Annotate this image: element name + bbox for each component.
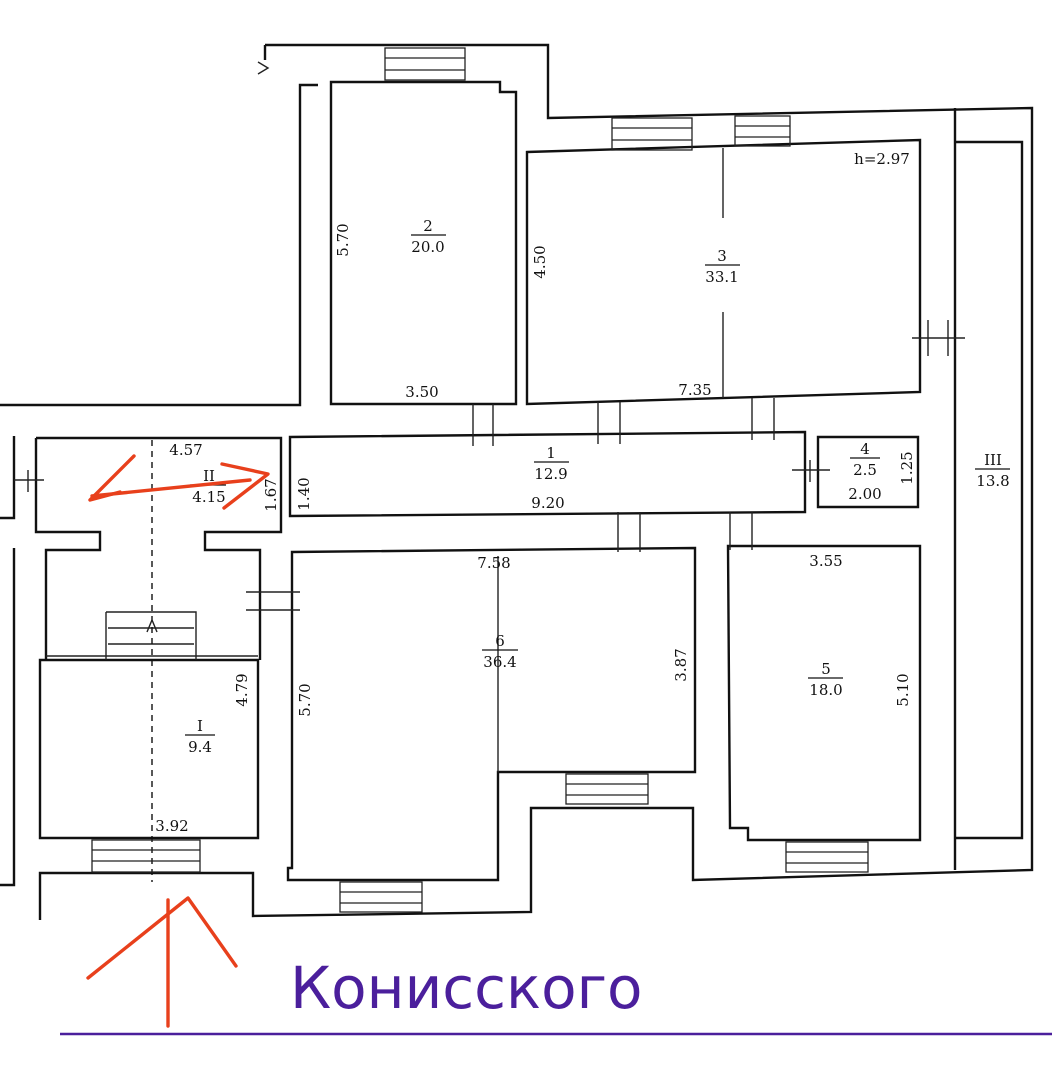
room-2-number: 2	[423, 217, 433, 235]
room-4-length-dim: 2.00	[848, 485, 881, 503]
room-6-area: 36.4	[483, 653, 516, 671]
room-I-width-dim: 3.92	[155, 817, 188, 835]
room-5: 5 18.0 3.55 5.10	[726, 544, 922, 842]
building-outline	[0, 43, 1034, 920]
room-3: 3 33.1 h=2.97 4.50 7.35	[525, 138, 922, 406]
red-annotation-arrows	[86, 454, 270, 1028]
room-1-area: 12.9	[534, 465, 567, 483]
room-1-length-dim: 9.20	[531, 494, 564, 512]
red-arrowhead-right	[220, 462, 270, 510]
room-2-width-dim: 3.50	[405, 383, 438, 401]
room-6-height-dim: 5.70	[296, 683, 314, 716]
room-III-area: 13.8	[976, 472, 1009, 490]
red-arrowhead-left	[88, 454, 136, 502]
room-I: I 9.4 3.92 4.79	[38, 440, 260, 882]
windows	[91, 47, 869, 913]
room-3-width-dim: 7.35	[678, 381, 711, 399]
room-3-height-dim: 4.50	[531, 245, 549, 278]
room-5-width-dim: 3.55	[809, 552, 842, 570]
street-name: Конисского	[290, 954, 643, 1022]
doors	[14, 320, 965, 611]
room-II-number: II	[203, 467, 215, 485]
room-4-number: 4	[860, 440, 870, 458]
room-6: 6 36.4 7.58 5.70 3.87	[286, 546, 697, 882]
room-I-height-dim: 4.79	[233, 673, 251, 706]
room-1-number: 1	[546, 444, 556, 462]
room-II-area: 4.15	[192, 488, 225, 506]
room-6-width-dim: 7.58	[477, 554, 510, 572]
room-III: III 13.8	[955, 140, 1024, 840]
room-III-number: III	[984, 451, 1002, 469]
room-II-width-dim: 1.67	[262, 478, 280, 511]
room-6-inner-dim: 3.87	[672, 648, 690, 681]
room-4-width-dim: 1.25	[898, 451, 916, 484]
room-6-number: 6	[495, 632, 505, 650]
ceiling-height: h=2.97	[854, 150, 910, 168]
room-II: II 4.15 4.57 1.67	[34, 436, 283, 660]
room-5-area: 18.0	[809, 681, 842, 699]
room-II-length-dim: 4.57	[169, 441, 202, 459]
room-I-number: I	[197, 717, 203, 735]
room-1-width-dim: 1.40	[295, 477, 313, 510]
room-1: 1 12.9 9.20 1.40	[288, 430, 807, 518]
room-4-area: 2.5	[853, 461, 877, 479]
room-I-area: 9.4	[188, 738, 212, 756]
room-2-height-dim: 5.70	[334, 223, 352, 256]
room-2-area: 20.0	[411, 238, 444, 256]
room-3-number: 3	[717, 247, 727, 265]
room-5-height-dim: 5.10	[894, 673, 912, 706]
room-3-area: 33.1	[705, 268, 738, 286]
red-entry-arrowhead	[86, 896, 238, 980]
room-2: 2 20.0 5.70 3.50	[329, 80, 518, 406]
room-4: 4 2.5 2.00 1.25	[816, 435, 920, 509]
room-5-number: 5	[821, 660, 831, 678]
